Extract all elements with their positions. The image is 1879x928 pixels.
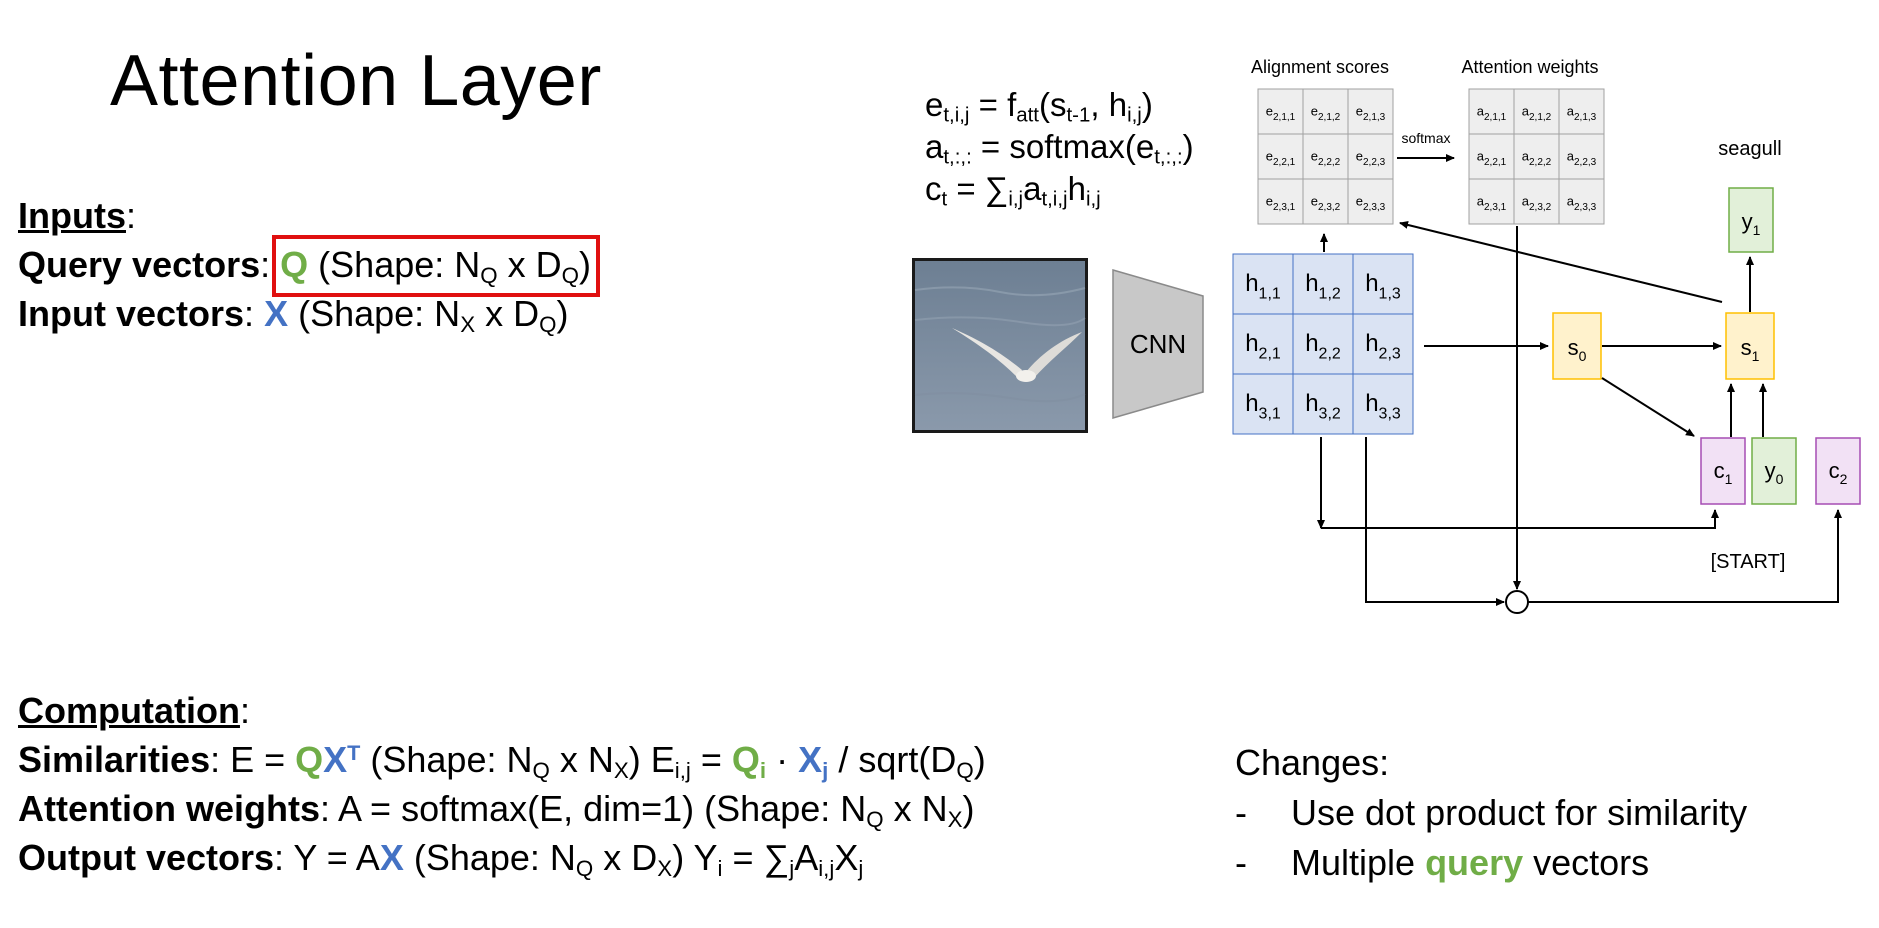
attention-weights-label: Attention weights [18,788,320,829]
feature-cell [1292,373,1354,435]
context-c1 [1700,437,1746,505]
alignment-cell [1257,178,1304,225]
state-s0 [1552,312,1602,380]
cnn-label: CNN [1130,329,1186,359]
alignment-cell [1347,178,1394,225]
input-vectors-label: Input vectors [18,293,245,334]
feature-cell-label: h3,1 [1245,390,1281,422]
attention-weights-title: Attention weights [1461,57,1598,77]
attention-cell-label: a2,1,1 [1477,103,1507,123]
alignment-cell [1302,178,1349,225]
feature-cell-label: h1,1 [1245,270,1281,302]
alignment-cell-label: e2,2,2 [1311,148,1341,168]
alignment-cell-label: e2,2,3 [1356,148,1386,168]
changes-block: Changes: -Use dot product for similarity… [1235,738,1747,888]
equation-a: at,:,: = softmax(et,:,:) [925,128,1194,169]
softmax-label: softmax [1401,130,1450,146]
feature-cell [1352,313,1414,375]
attention-weights-line: Attention weights: A = softmax(E, dim=1)… [18,788,975,833]
feature-cell [1292,253,1354,315]
feature-cell [1292,313,1354,375]
alignment-cell-label: e2,3,2 [1311,193,1341,213]
alignment-cell [1257,88,1304,135]
alignment-cell-label: e2,1,3 [1356,103,1386,123]
feature-cell-label: h3,2 [1305,390,1341,422]
attention-equations: et,i,j = fatt(st-1, hi,j) at,:,: = softm… [925,84,1194,210]
feature-grid: h1,1 h1,2 h1,3 h2,1 h2,2 h2,3 h3,1 h3,2 h3,3 [1232,253,1414,435]
attention-cell [1558,178,1605,225]
attention-cell [1558,133,1605,180]
computation-heading-line: Computation: [18,690,250,731]
input-symbol: X [264,293,289,334]
attention-cell-label: a2,2,1 [1477,148,1507,168]
changes-item-2: -Multiple query vectors [1235,842,1650,883]
query-highlight-box [272,235,600,297]
alignment-cell-label: e2,3,1 [1266,193,1296,213]
inputs-heading: Inputs [18,195,126,236]
weighted-sum-node [1505,590,1529,614]
similarities-label: Similarities [18,739,211,780]
alignment-cell-label: e2,3,3 [1356,193,1386,213]
attention-cell [1468,178,1515,225]
attention-cell-label: a2,1,2 [1522,103,1552,123]
feature-cell-label: h2,2 [1305,330,1341,362]
feature-cell-label: h2,1 [1245,330,1281,362]
alignment-cell-label: e2,2,1 [1266,148,1296,168]
feature-cell-label: h3,3 [1365,390,1401,422]
alignment-scores-grid: e2,1,1 e2,1,2 e2,1,3 e2,2,1 e2,2,2 e2,2,3 e2,3… [1257,88,1394,225]
similarities-line: Similarities: E = QXT (Shape: NQ x NX) E… [18,739,986,784]
equation-c: ct = ∑i,jat,i,jhi,j [925,170,1101,211]
attention-cell [1468,88,1515,135]
query-vectors-line: Query vectors: Q (Shape: NQ x DQ) [18,244,591,289]
query-vectors-label: Query vectors [18,244,261,285]
feature-cell-label: h1,3 [1365,270,1401,302]
alignment-cell-label: e2,1,1 [1266,103,1296,123]
feature-cell [1352,373,1414,435]
attention-cell [1513,178,1560,225]
input-y0 [1751,437,1797,505]
feature-cell [1352,253,1414,315]
diagram-arrows [1317,221,1842,606]
state-s1 [1725,312,1775,380]
feature-cell-label: h1,2 [1305,270,1341,302]
seagull-label: seagull [1718,138,1781,160]
output-vectors-label: Output vectors [18,837,275,878]
inputs-heading-line: Inputs: [18,195,136,236]
attention-cell-label: a2,3,3 [1567,193,1597,213]
start-label: [START] [1711,551,1786,573]
cnn-block [1112,269,1204,419]
attention-cell [1468,133,1515,180]
attention-cell-label: a2,3,1 [1477,193,1507,213]
attention-cell-label: a2,2,3 [1567,148,1597,168]
attention-cell-label: a2,3,2 [1522,193,1552,213]
feature-cell [1232,373,1294,435]
attention-cell [1513,88,1560,135]
changes-item-1: -Use dot product for similarity [1235,792,1748,833]
query-symbol: Q [280,244,309,285]
feature-cell [1232,253,1294,315]
seagull-image [912,258,1088,433]
alignment-cell [1302,88,1349,135]
computation-heading: Computation [18,690,240,731]
input-vectors-line: Input vectors: X (Shape: NX x DQ) [18,293,569,338]
alignment-cell-label: e2,1,2 [1311,103,1341,123]
changes-heading: Changes: [1235,742,1390,783]
equation-e: et,i,j = fatt(st-1, hi,j) [925,86,1153,127]
alignment-scores-title: Alignment scores [1251,57,1389,77]
context-c2 [1815,437,1861,505]
alignment-cell [1347,133,1394,180]
alignment-cell [1347,88,1394,135]
attention-cell-label: a2,2,2 [1522,148,1552,168]
alignment-cell [1302,133,1349,180]
output-y1 [1728,187,1774,253]
feature-cell-label: h2,3 [1365,330,1401,362]
feature-cell [1232,313,1294,375]
output-vectors-line: Output vectors: Y = AX (Shape: NQ x DX) … [18,837,864,882]
attention-cell-label: a2,1,3 [1567,103,1597,123]
slide-title: Attention Layer [110,41,602,121]
attention-cell [1513,133,1560,180]
attention-weights-grid: a2,1,1 a2,1,2 a2,1,3 a2,2,1 a2,2,2 a2,2,3 a2,3… [1468,88,1605,225]
